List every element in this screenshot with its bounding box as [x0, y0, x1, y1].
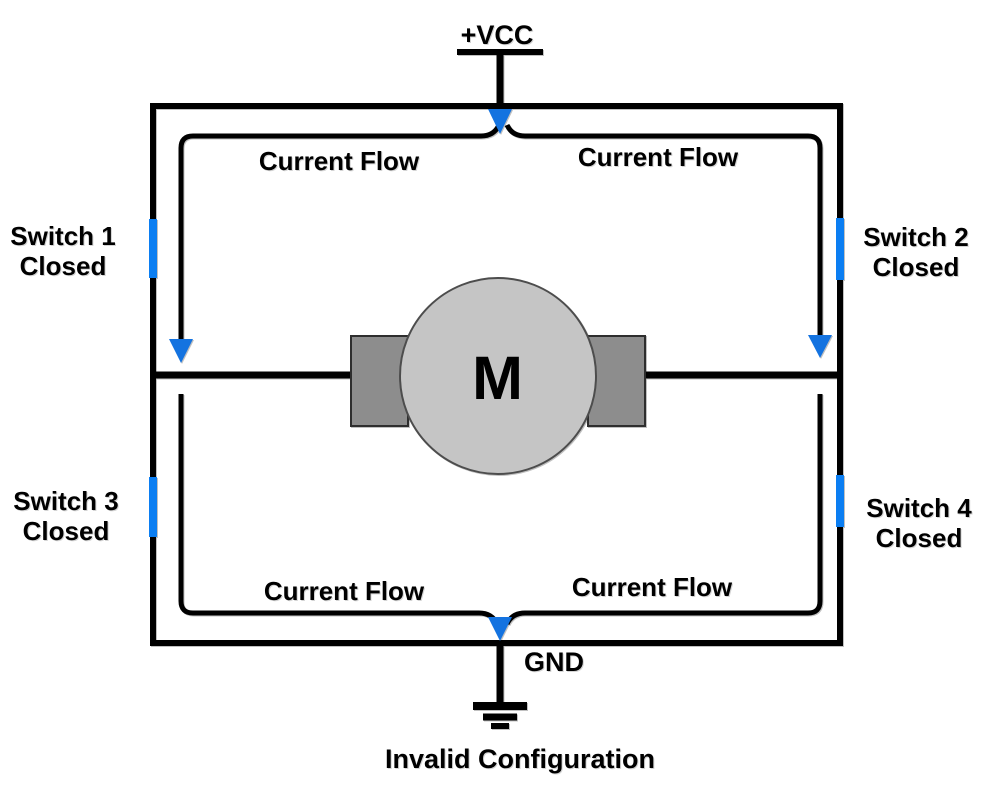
- switch4-state: Closed: [875, 523, 963, 553]
- switch3-state: Closed: [22, 516, 110, 546]
- switch4-label: Switch 4 Closed: [839, 493, 999, 553]
- switch2-state: Closed: [872, 252, 960, 282]
- motor-body-circle: [399, 277, 597, 475]
- switch1-label: Switch 1 Closed: [0, 221, 143, 281]
- current-flow-label-top-right: Current Flow: [577, 142, 739, 172]
- diagram-title: Invalid Configuration: [385, 744, 655, 774]
- motor-brush-right: [587, 335, 646, 427]
- switch1-state: Closed: [19, 251, 107, 281]
- switch2-label: Switch 2 Closed: [836, 222, 996, 282]
- flow-path-top-left: [178, 123, 502, 339]
- gnd-label: GND: [524, 647, 584, 677]
- switch3-label: Switch 3 Closed: [0, 486, 146, 546]
- switch1-name: Switch 1: [10, 221, 116, 251]
- switch3-name: Switch 3: [13, 486, 119, 516]
- switch2-name: Switch 2: [863, 222, 969, 252]
- current-arrow-right-icon: [808, 335, 832, 358]
- motor-label: M: [472, 344, 523, 412]
- current-arrow-left-icon: [169, 339, 193, 363]
- current-flow-label-bottom-right: Current Flow: [571, 572, 733, 602]
- current-arrow-bottom-icon: [488, 617, 512, 641]
- switch4-name: Switch 4: [866, 493, 972, 523]
- vcc-label: +VCC: [460, 20, 534, 50]
- outer-loop-wire: [150, 103, 843, 646]
- flow-path-top-right: [504, 123, 823, 335]
- current-flow-label-bottom-left: Current Flow: [263, 576, 425, 606]
- current-flow-label-top-left: Current Flow: [258, 146, 420, 176]
- current-arrow-top-icon: [488, 109, 512, 134]
